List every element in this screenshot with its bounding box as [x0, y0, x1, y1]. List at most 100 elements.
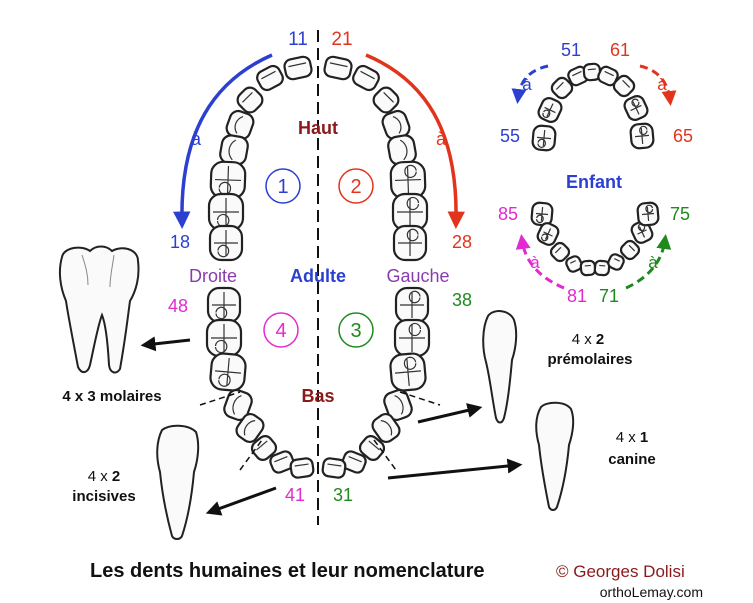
adult-upper-tooth [236, 86, 264, 114]
label-adulte: Adulte [290, 266, 346, 286]
child-lower-tooth [607, 253, 625, 271]
number-85: 85 [498, 204, 518, 224]
adult-upper-tooth [391, 192, 429, 232]
footer-title: Les dents humaines et leur nomenclature [90, 560, 485, 582]
quadrant-4-circle [263, 312, 299, 348]
number-31: 31 [333, 485, 353, 505]
child-upper-tooth [537, 97, 563, 123]
label-a-q2: à [436, 129, 447, 149]
label-incisives-word: incisives [72, 488, 135, 505]
quadrant-3-number: 3 [350, 320, 361, 342]
footer-copyright: © Georges Dolisi [556, 562, 685, 581]
adult-upper-tooth [256, 64, 284, 92]
number-65: 65 [673, 126, 693, 146]
child-upper-tooth [612, 74, 636, 98]
child-lower-tooth [619, 239, 641, 261]
incisor-illustration [156, 424, 200, 540]
number-75: 75 [670, 204, 690, 224]
child-lower-tooth [630, 220, 654, 244]
adult-lower-tooth [235, 412, 265, 444]
child-lower-arch [530, 201, 660, 277]
arrow-quadrant-2 [365, 53, 465, 229]
adult-upper-tooth [352, 64, 380, 92]
child-lower-tooth [549, 241, 571, 263]
adult-lower-arch [205, 286, 431, 479]
label-a-61: à [657, 75, 667, 94]
child-lower-tooth [536, 222, 560, 246]
pointer-incisors [205, 486, 277, 516]
adult-lower-tooth [394, 286, 430, 324]
adult-upper-tooth [283, 55, 313, 81]
lower-divider-left [199, 391, 241, 406]
child-lower-tooth [565, 255, 583, 273]
lower-divider-right2 [373, 439, 397, 471]
adult-upper-tooth [207, 192, 245, 232]
label-bas: Bas [301, 386, 334, 406]
label-canine-count: 4 x 1 [616, 429, 649, 446]
arrow-child-51 [511, 64, 549, 104]
child-upper-tooth [550, 76, 574, 100]
label-incisives-count: 4 x 2 [88, 468, 121, 485]
adult-upper-tooth [208, 224, 244, 262]
adult-lower-tooth [289, 457, 315, 479]
label-premolaires-count: 4 x 2 [572, 331, 605, 348]
adult-upper-tooth [392, 224, 428, 262]
adult-lower-tooth [341, 450, 367, 474]
pointer-canine [387, 458, 523, 480]
adult-lower-tooth [209, 352, 247, 392]
adult-lower-tooth [205, 318, 243, 358]
adult-lower-tooth [321, 457, 347, 479]
child-lower-tooth [593, 259, 611, 277]
label-gauche: Gauche [386, 266, 449, 286]
footer-site: orthoLemay.com [600, 584, 703, 600]
pointer-molars [140, 336, 191, 352]
child-lower-tooth [530, 201, 554, 227]
quadrant-1-circle [265, 168, 301, 204]
adult-lower-tooth [389, 352, 427, 392]
child-upper-tooth [629, 122, 655, 150]
number-55: 55 [500, 126, 520, 146]
adult-lower-tooth [393, 318, 431, 358]
label-a-71: à [648, 253, 658, 272]
arrow-child-61 [639, 64, 677, 106]
child-upper-tooth [623, 95, 649, 121]
number-51: 51 [561, 40, 581, 60]
adult-upper-tooth [323, 55, 353, 81]
child-lower-tooth [579, 259, 597, 277]
label-a-81: à [530, 253, 540, 272]
arrow-child-81 [515, 234, 565, 290]
label-canine-word: canine [608, 451, 656, 468]
arrow-quadrant-1 [173, 53, 273, 229]
label-molaires: 4 x 3 molaires [62, 388, 161, 405]
number-38: 38 [452, 290, 472, 310]
number-61: 61 [610, 40, 630, 60]
quadrant-4-number: 4 [275, 320, 286, 342]
adult-upper-arch [207, 55, 429, 262]
label-a-q1: à [191, 129, 202, 149]
adult-lower-tooth [206, 286, 242, 324]
molar-illustration [58, 245, 140, 374]
number-18: 18 [170, 232, 190, 252]
quadrant-3-circle [338, 312, 374, 348]
adult-lower-tooth [358, 435, 386, 461]
quadrant-1-number: 1 [277, 176, 288, 198]
label-a-51: à [522, 75, 532, 94]
label-droite: Droite [189, 266, 237, 286]
child-upper-tooth [531, 124, 557, 152]
child-lower-tooth [636, 201, 660, 227]
number-21: 21 [331, 29, 352, 50]
lower-divider-right [399, 391, 441, 406]
number-48: 48 [168, 296, 188, 316]
pointer-premolars [417, 403, 483, 424]
child-upper-arch [531, 62, 655, 152]
quadrant-2-number: 2 [350, 176, 361, 198]
number-71: 71 [599, 286, 619, 306]
adult-upper-tooth [372, 86, 400, 114]
adult-lower-tooth [223, 389, 253, 421]
arrow-child-71 [625, 234, 672, 290]
lower-divider-left2 [239, 439, 263, 471]
quadrant-2-circle [338, 168, 374, 204]
label-enfant: Enfant [566, 172, 622, 192]
label-premolaires-word: prémolaires [547, 351, 632, 368]
